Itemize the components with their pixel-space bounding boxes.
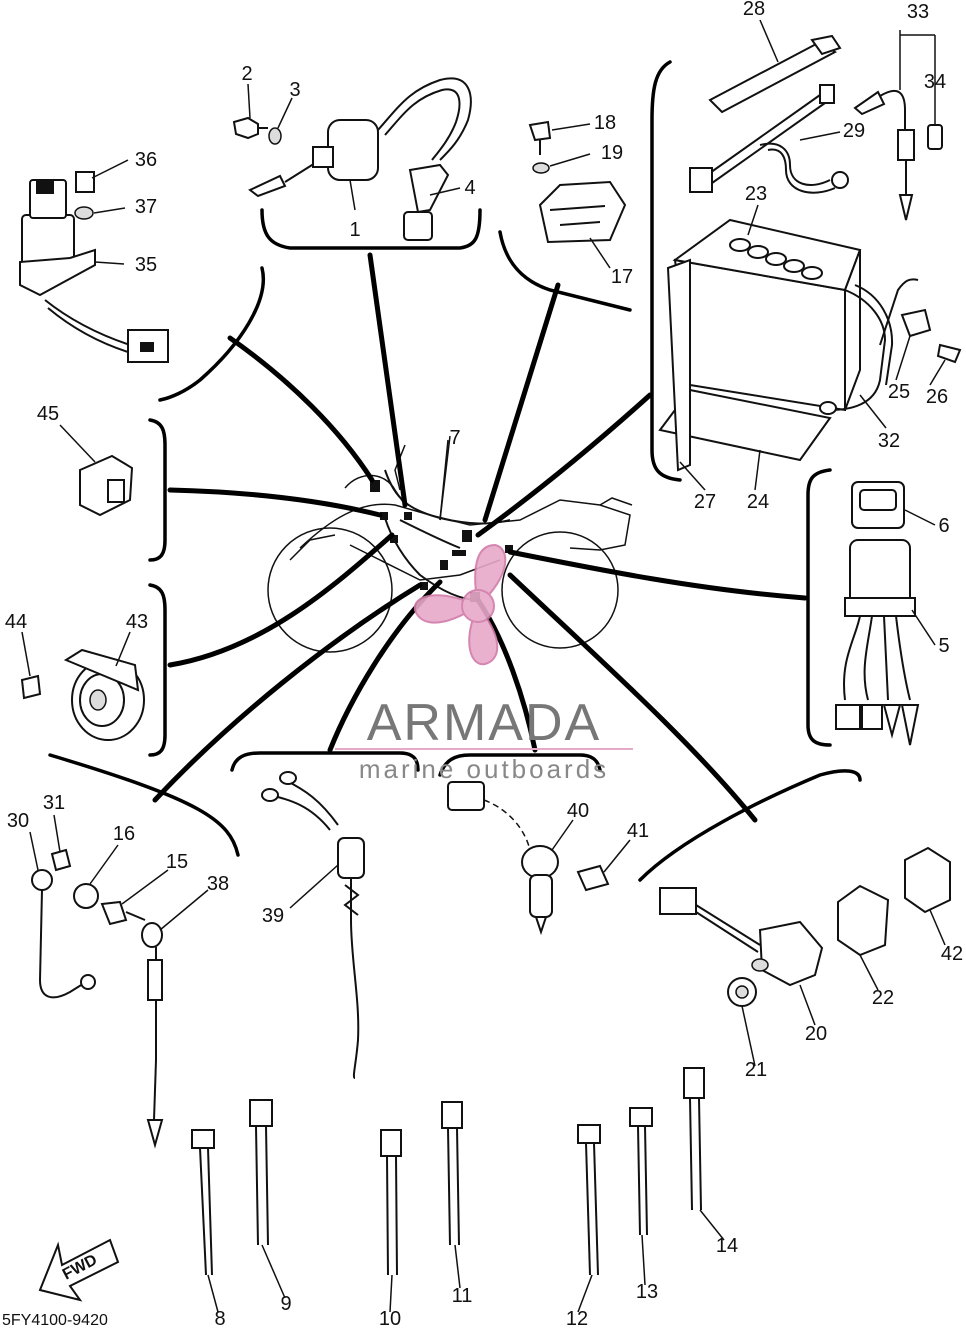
callout-numbers: 1 2 3 4 5 6 7 8 9 10 11 12 13 14 15 16 1…	[5, 0, 963, 1328]
rectifier-regulator-17	[528, 120, 627, 244]
starter-relay-20	[659, 887, 824, 1007]
callout-14: 14	[716, 1235, 738, 1257]
callout-2: 2	[241, 63, 252, 85]
probe-33	[853, 90, 943, 221]
callout-21: 21	[745, 1059, 767, 1081]
motorcycle-outline	[267, 444, 633, 653]
horn-43	[20, 648, 145, 741]
fuse-22	[837, 884, 890, 957]
callout-26: 26	[926, 386, 948, 408]
callout-25: 25	[888, 381, 910, 403]
callout-36: 36	[135, 149, 157, 171]
callout-34: 34	[924, 71, 946, 93]
negative-lead-29	[689, 84, 849, 194]
callout-13: 13	[636, 1281, 658, 1303]
callout-leaders	[21, 19, 946, 1313]
callout-28: 28	[743, 0, 765, 20]
ignition-coil-1	[232, 77, 472, 241]
callout-4: 4	[464, 177, 475, 199]
callout-19: 19	[601, 142, 623, 164]
callout-22: 22	[872, 987, 894, 1009]
callout-5: 5	[938, 635, 949, 657]
callout-8: 8	[214, 1308, 225, 1328]
ground-lead-30	[31, 848, 146, 999]
group-brackets	[48, 60, 862, 882]
callout-18: 18	[594, 112, 616, 134]
propeller-logo-icon	[413, 543, 507, 666]
callout-17: 17	[611, 266, 633, 288]
callout-42: 42	[941, 943, 963, 965]
cdi-unit-5	[835, 481, 920, 746]
callout-6: 6	[938, 515, 949, 537]
callout-41: 41	[627, 820, 649, 842]
cable-ties	[191, 1067, 705, 1276]
sensor-38	[141, 922, 164, 1149]
switch-39	[261, 771, 365, 1079]
callout-44: 44	[5, 611, 27, 633]
callout-40: 40	[567, 800, 589, 822]
battery-23	[658, 218, 962, 472]
fwd-arrow-icon: FWD	[38, 1238, 120, 1302]
drawing-code: 5FY4100-9420	[2, 1312, 108, 1328]
main-switch-35	[19, 171, 169, 363]
callout-24: 24	[747, 491, 769, 513]
callout-9: 9	[280, 1293, 291, 1315]
callout-43: 43	[126, 611, 148, 633]
callout-27: 27	[694, 491, 716, 513]
callout-37: 37	[135, 196, 157, 218]
callout-30: 30	[7, 810, 29, 832]
callout-32: 32	[878, 430, 900, 452]
callout-11: 11	[452, 1285, 473, 1307]
sensor-40	[447, 781, 610, 936]
callout-23: 23	[745, 183, 767, 205]
callout-1: 1	[349, 219, 360, 241]
callout-10: 10	[379, 1308, 401, 1328]
callout-12: 12	[566, 1308, 588, 1328]
watermark-brand: ARMADA	[367, 694, 601, 752]
callout-39: 39	[262, 905, 284, 927]
callout-16: 16	[113, 823, 135, 845]
callout-38: 38	[207, 873, 229, 895]
relay-45	[79, 454, 134, 517]
relay-42	[904, 846, 951, 914]
callout-45: 45	[37, 403, 59, 425]
callout-7: 7	[449, 427, 460, 449]
callout-15: 15	[166, 851, 188, 873]
battery-band-28	[708, 34, 842, 114]
callout-29: 29	[843, 120, 865, 142]
callout-31: 31	[43, 792, 65, 814]
group-leader-lines	[152, 252, 808, 823]
callout-35: 35	[135, 254, 157, 276]
watermark-tagline: marine outboards	[359, 754, 609, 784]
armada-watermark: ARMADA marine outboards	[335, 543, 633, 784]
callout-20: 20	[805, 1023, 827, 1045]
callout-3: 3	[289, 79, 300, 101]
callout-33: 33	[907, 1, 929, 23]
